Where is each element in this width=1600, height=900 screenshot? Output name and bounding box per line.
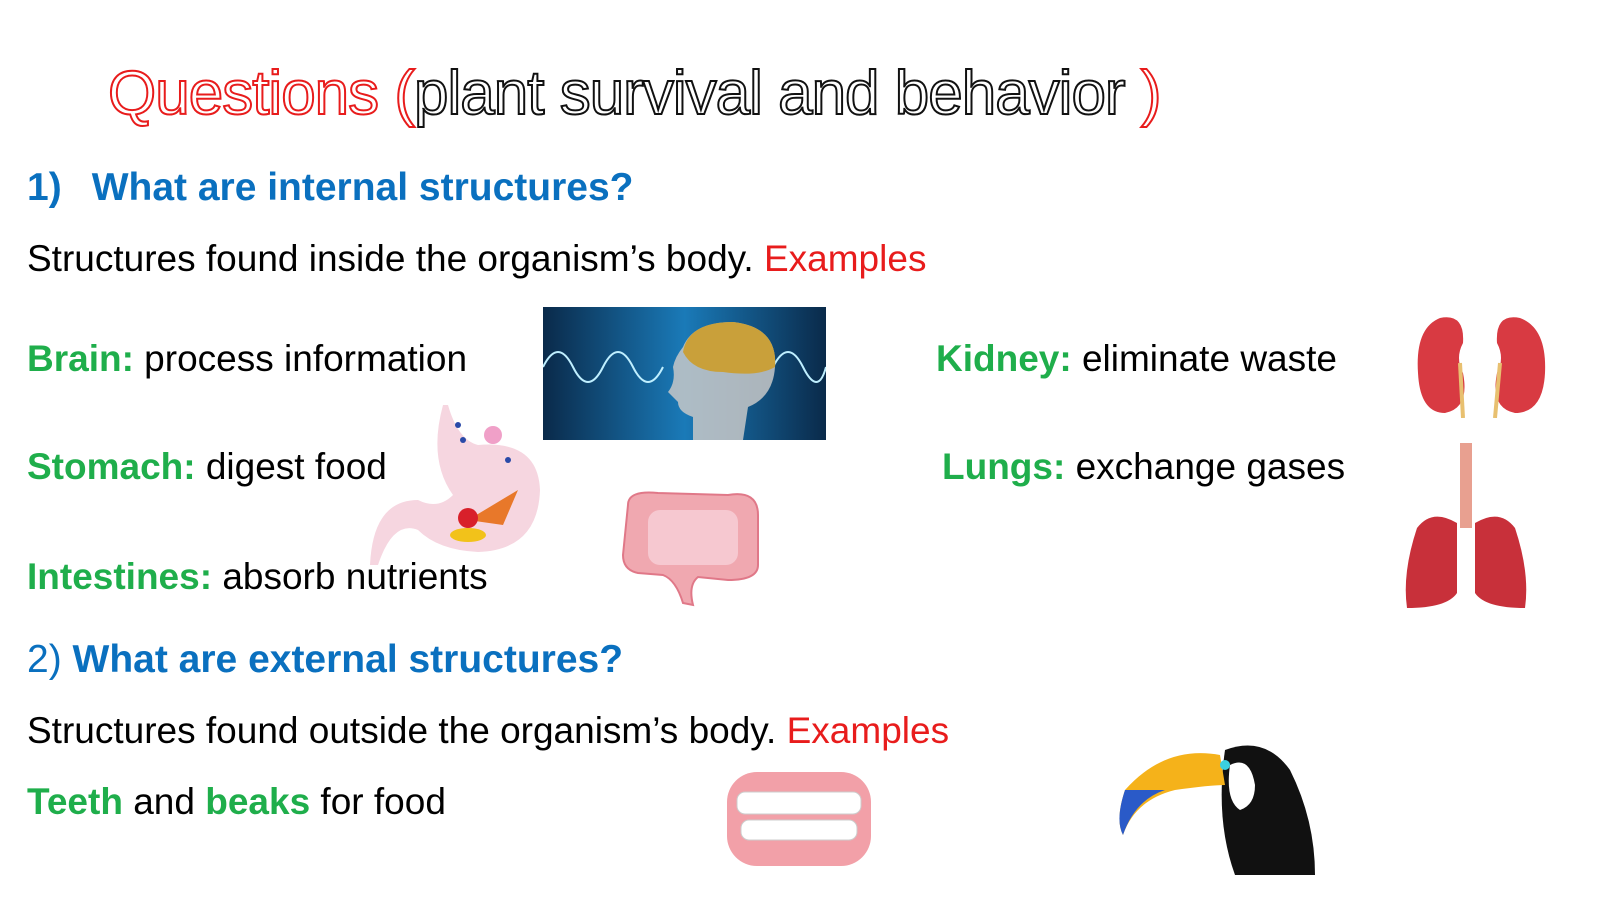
title-suffix: ) — [1140, 58, 1163, 129]
lungs-image — [1405, 443, 1527, 608]
brain-item: Brain: process information — [27, 338, 467, 380]
title-main: plant survival and behavior — [413, 58, 1141, 129]
intestines-image — [621, 491, 759, 607]
stomach-item: Stomach: digest food — [27, 446, 387, 488]
lungs-item: Lungs: exchange gases — [942, 446, 1345, 488]
slide-title: Questions (plant survival and behavior ) — [107, 58, 1163, 129]
q2-answer-text: Structures found outside the organism’s … — [27, 710, 787, 751]
toucan-image — [1119, 745, 1315, 875]
q2-number: 2) — [27, 638, 62, 681]
title-prefix: Questions ( — [107, 58, 416, 129]
kidneys-image — [1417, 317, 1546, 418]
q1-examples: Examples — [763, 238, 927, 279]
and-text: and — [122, 781, 206, 822]
teeth-beaks-item: Teeth and beaks for food — [27, 781, 446, 823]
q2-examples: Examples — [786, 710, 950, 751]
kidney-desc: eliminate waste — [1071, 338, 1337, 379]
intestines-item: Intestines: absorb nutrients — [27, 556, 488, 598]
question-1: 1) What are internal structures? — [27, 166, 633, 210]
teeth-desc: for food — [310, 781, 446, 822]
brain-desc: process information — [133, 338, 468, 379]
beaks-label: beaks — [205, 781, 311, 822]
lungs-label: Lungs: — [942, 446, 1066, 487]
teeth-label: Teeth — [27, 781, 123, 822]
intestines-desc: absorb nutrients — [212, 556, 488, 597]
kidney-item: Kidney: eliminate waste — [936, 338, 1337, 380]
q2-text: What are external structures? — [72, 638, 624, 681]
brain-label: Brain: — [27, 338, 134, 379]
q1-answer-text: Structures found inside the organism’s b… — [27, 238, 764, 279]
q1-text: What are internal structures? — [91, 166, 634, 209]
teeth-image — [727, 772, 871, 866]
stomach-label: Stomach: — [27, 446, 196, 487]
lungs-desc: exchange gases — [1065, 446, 1346, 487]
q2-answer: Structures found outside the organism’s … — [27, 710, 949, 752]
stomach-desc: digest food — [195, 446, 387, 487]
q1-answer: Structures found inside the organism’s b… — [27, 238, 926, 280]
intestines-label: Intestines: — [27, 556, 213, 597]
kidney-label: Kidney: — [936, 338, 1072, 379]
stomach-image — [370, 405, 540, 565]
q1-number: 1) — [27, 166, 62, 209]
question-2: 2) What are external structures? — [27, 638, 623, 682]
brain-image — [543, 307, 826, 440]
